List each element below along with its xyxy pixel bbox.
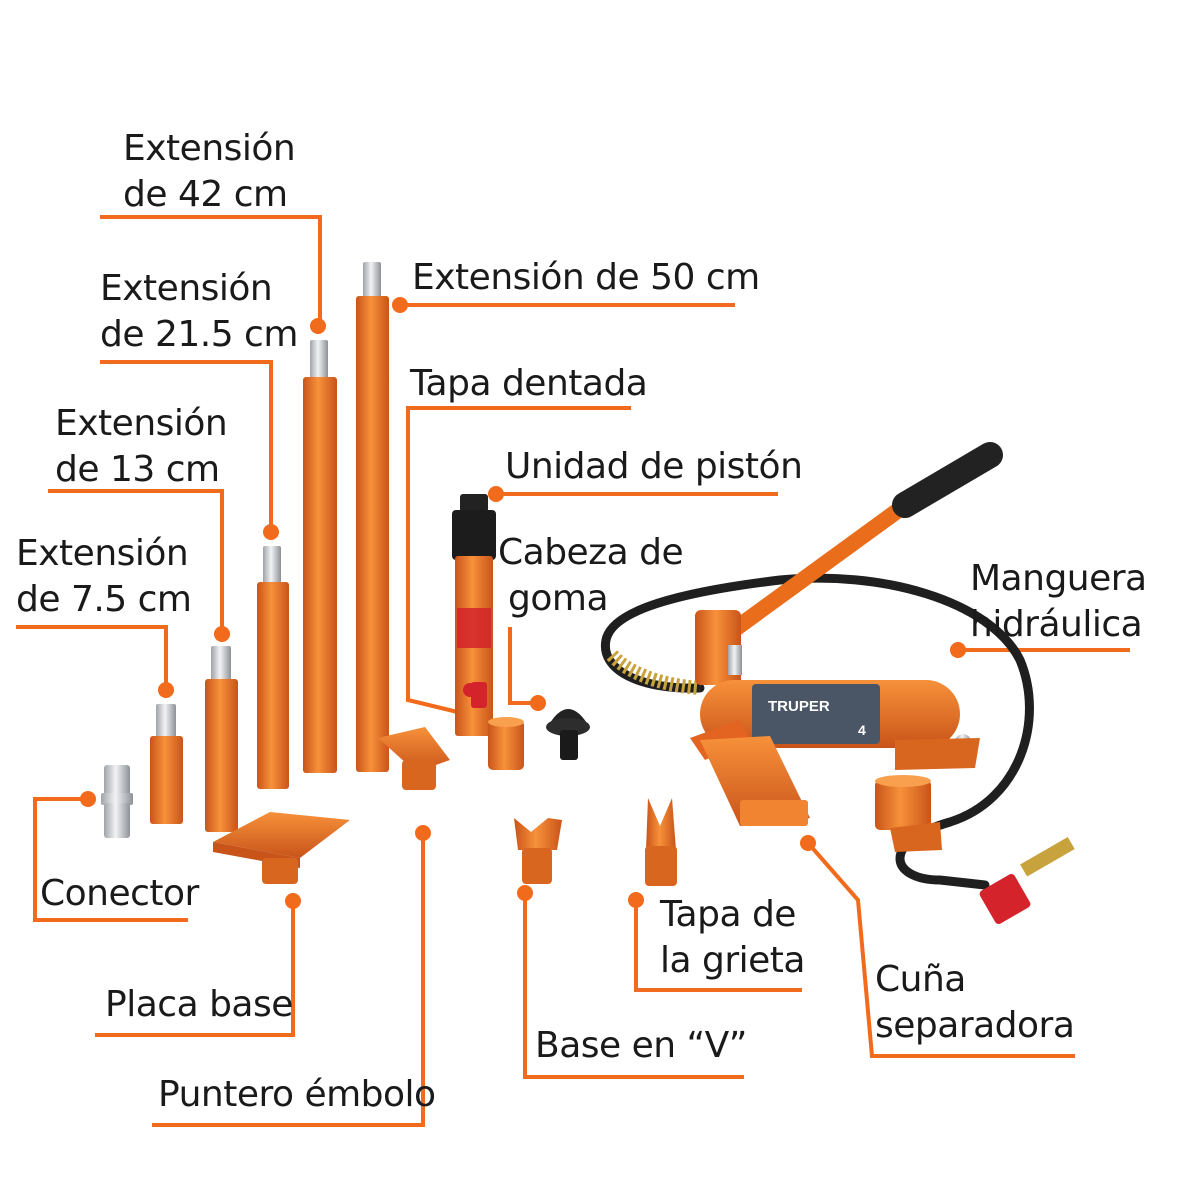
label-connector: Conector xyxy=(40,873,199,914)
toothed-cap xyxy=(488,717,524,770)
label-toothed-cap: Tapa dentada xyxy=(410,363,648,404)
base-plate xyxy=(213,812,350,884)
dot-cabeza-goma xyxy=(530,695,546,711)
label-v-base: Base en “V” xyxy=(535,1025,747,1066)
extension-7-5-tube xyxy=(150,704,183,824)
leader-placa xyxy=(95,901,295,1037)
dot-ext13 xyxy=(214,626,230,642)
crack-cap xyxy=(645,798,677,886)
leader-puntero xyxy=(152,833,425,1127)
capacity-mark: 4 xyxy=(858,722,866,738)
leader-ext13 xyxy=(48,489,224,634)
dot-ext215 xyxy=(263,524,279,540)
extension-13-tube xyxy=(205,646,238,832)
leader-cabeza-goma xyxy=(508,627,538,705)
label-base-plate: Placa base xyxy=(105,984,293,1025)
rubber-head xyxy=(546,709,590,760)
label-crack-cap: Tapa de la grieta xyxy=(660,894,805,981)
dot-cuna xyxy=(800,835,816,851)
dot-base-v xyxy=(517,885,533,901)
dot-conector xyxy=(80,791,96,807)
dot-ext50 xyxy=(392,297,408,313)
dot-ext75 xyxy=(158,682,174,698)
leader-ext215 xyxy=(100,360,273,532)
connector-part xyxy=(101,765,133,838)
piston-unit xyxy=(452,494,496,736)
label-rubber-head: Cabeza de goma xyxy=(498,532,684,619)
leader-grieta xyxy=(634,900,802,992)
label-extension-42: Extensión de 42 cm xyxy=(123,128,296,215)
dot-grieta xyxy=(628,892,644,908)
dot-puntero xyxy=(415,825,431,841)
label-spreader-wedge: Cuña separadora xyxy=(875,959,1075,1046)
dot-placa xyxy=(285,893,301,909)
dot-piston xyxy=(488,486,504,502)
leader-base-v xyxy=(523,893,744,1079)
label-extension-50: Extensión de 50 cm xyxy=(412,257,760,298)
hand-pump: TRUPER 4 xyxy=(690,442,1003,826)
label-plunger-tip: Puntero émbolo xyxy=(158,1074,436,1115)
v-base xyxy=(514,818,562,884)
leader-tapa-dentada xyxy=(406,406,631,718)
leader-ext75 xyxy=(16,625,168,690)
hose-spring xyxy=(606,650,701,695)
label-extension-13: Extensión de 13 cm xyxy=(55,403,228,490)
dot-ext42 xyxy=(310,318,326,334)
leader-conector xyxy=(33,797,188,922)
plunger-tip xyxy=(378,727,450,790)
label-extension-7-5: Extensión de 7.5 cm xyxy=(16,533,192,620)
spreader-cup xyxy=(875,775,942,852)
leader-cuna xyxy=(806,841,1075,1058)
leader-ext42 xyxy=(100,215,322,326)
dot-manguera xyxy=(950,642,966,658)
truper-logo: TRUPER xyxy=(768,698,830,715)
extension-42-tube xyxy=(303,340,337,773)
leader-lines xyxy=(16,215,1130,1127)
extension-21-5-tube xyxy=(257,546,289,789)
label-piston-unit: Unidad de pistón xyxy=(505,446,803,487)
hose-coupler xyxy=(979,836,1075,924)
label-hydraulic-hose: Manguera hidráulica xyxy=(970,558,1147,645)
label-extension-21-5: Extensión de 21.5 cm xyxy=(100,268,298,355)
extension-50-tube xyxy=(356,262,389,772)
